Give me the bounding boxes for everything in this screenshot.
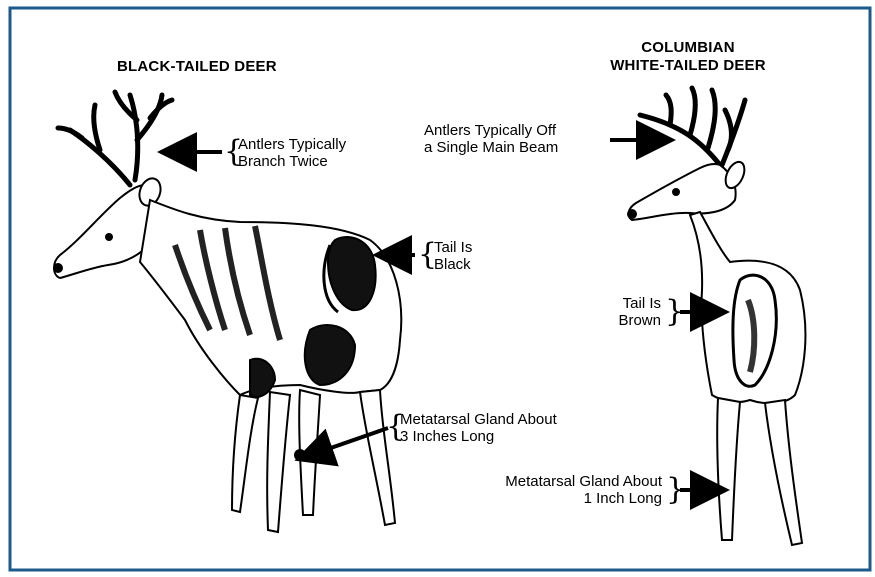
label-line: Brown: [596, 312, 661, 329]
label-line: a Single Main Beam: [424, 139, 558, 156]
label-line: Branch Twice: [238, 153, 346, 170]
gland-label-black-tailed: Metatarsal Gland About 3 Inches Long: [400, 411, 557, 445]
title-line: COLUMBIAN: [583, 39, 793, 57]
label-line: Antlers Typically: [238, 136, 346, 153]
label-line: Metatarsal Gland About: [440, 473, 662, 490]
black-tailed-antlers: [58, 92, 172, 185]
black-tailed-deer-title: BLACK-TAILED DEER: [117, 58, 277, 76]
label-line: Antlers Typically Off: [424, 122, 558, 139]
label-line: Tail Is: [596, 295, 661, 312]
tail-label-white-tailed: Tail Is Brown: [596, 295, 661, 329]
label-line: 1 Inch Long: [440, 490, 662, 507]
label-line: Tail Is: [434, 239, 472, 256]
label-line: Metatarsal Gland About: [400, 411, 557, 428]
white-tailed-deer-title: COLUMBIAN WHITE-TAILED DEER: [583, 39, 793, 75]
gland-label-white-tailed: Metatarsal Gland About 1 Inch Long: [440, 473, 662, 507]
label-line: 3 Inches Long: [400, 428, 557, 445]
brace-icon: {: [666, 475, 685, 505]
antlers-label-black-tailed: Antlers Typically Branch Twice: [238, 136, 346, 170]
tail-label-black-tailed: Tail Is Black: [434, 239, 472, 273]
brace-icon: {: [665, 297, 684, 327]
white-tailed-antlers: [640, 88, 745, 165]
label-line: Black: [434, 256, 472, 273]
antlers-label-white-tailed: Antlers Typically Off a Single Main Beam: [424, 122, 558, 156]
title-line: WHITE-TAILED DEER: [583, 57, 793, 75]
